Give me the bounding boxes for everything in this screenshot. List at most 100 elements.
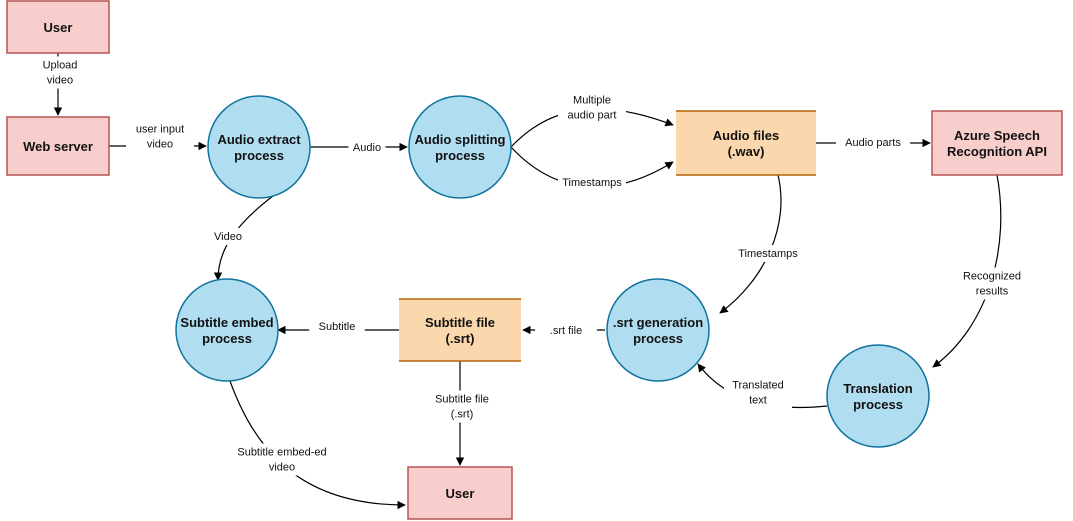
- edge-label-bg: [348, 139, 386, 156]
- node-translation-shape: [826, 344, 930, 448]
- node-label-line: Subtitle file: [425, 315, 495, 330]
- edge-label-line: video: [47, 75, 73, 87]
- edge-label-line: user input: [136, 124, 184, 136]
- edge-label: .srt file: [550, 325, 582, 337]
- edge-label-line: Audio parts: [845, 137, 901, 149]
- node-label-line: User: [446, 486, 475, 501]
- edge-label: Subtitle: [319, 321, 356, 333]
- edge-label-bg: [226, 443, 338, 476]
- node-web-server-label: Web server: [23, 139, 93, 154]
- node-label-line: Audio files: [713, 128, 779, 143]
- node-audio-extract-shape: [207, 95, 311, 199]
- edge-label-line: Recognized: [963, 271, 1021, 283]
- edge-label-line: (.srt): [451, 409, 474, 421]
- edge-label-bg: [535, 322, 597, 339]
- node-user-bottom-label: User: [446, 486, 475, 501]
- edge-label: Recognized results: [963, 271, 1021, 298]
- node-subtitle-file[interactable]: Subtitle file(.srt): [399, 298, 521, 362]
- node-audio-files[interactable]: Audio files(.wav): [676, 110, 816, 176]
- node-label-line: Recognition API: [947, 144, 1047, 159]
- node-label-line: User: [44, 20, 73, 35]
- edge-label-line: Timestamps: [738, 248, 798, 260]
- node-label-line: Subtitle embed: [180, 315, 273, 330]
- node-user-top-label: User: [44, 20, 73, 35]
- edge-label-line: Multiple: [573, 95, 611, 107]
- node-label-line: (.srt): [446, 331, 475, 346]
- edge-label-bg: [309, 318, 365, 335]
- edge-label-bg: [724, 376, 792, 409]
- edge-label-line: Subtitle file: [435, 394, 489, 406]
- edge-audio-files-to-srt-generation: [719, 174, 782, 314]
- edge-label-bg: [734, 245, 802, 262]
- node-label-line: (.wav): [728, 144, 765, 159]
- edge-label-bg: [418, 390, 506, 423]
- edge-label-line: video: [269, 462, 295, 474]
- edge-label-line: audio part: [568, 110, 617, 122]
- edge-label-line: Subtitle embed-ed: [237, 447, 326, 459]
- edge-label-bg: [958, 267, 1026, 300]
- edge-label-line: results: [976, 286, 1009, 298]
- node-subtitle-embed-shape: [175, 278, 279, 382]
- node-user-bottom[interactable]: User: [407, 466, 513, 520]
- edge-label-bg: [126, 120, 194, 153]
- edge-label: Subtitle embed-ed video: [237, 447, 326, 474]
- node-audio-files-label: Audio files(.wav): [713, 128, 779, 159]
- node-label-line: process: [202, 331, 252, 346]
- edge-label-bg: [209, 228, 247, 245]
- edge-label-bg: [558, 91, 626, 124]
- node-audio-files-shape: [676, 111, 816, 175]
- edge-label: Timestamps: [562, 177, 622, 189]
- edge-label: Upload video: [43, 60, 78, 87]
- edge-label-line: video: [147, 139, 173, 151]
- edge-label-bg: [38, 56, 82, 89]
- edge-label: Timestamps: [738, 248, 798, 260]
- edge-label: Multiple audio part: [568, 95, 617, 122]
- node-user-top[interactable]: User: [6, 0, 110, 54]
- node-label-line: process: [435, 148, 485, 163]
- edge-label-line: Subtitle: [319, 321, 356, 333]
- node-label-line: process: [633, 331, 683, 346]
- edge-label: Audio: [353, 142, 381, 154]
- node-subtitle-file-label: Subtitle file(.srt): [425, 315, 495, 346]
- node-label-line: Audio extract: [217, 132, 301, 147]
- edge-label-bg: [558, 174, 626, 191]
- node-user-bottom-shape: [407, 466, 513, 520]
- node-subtitle-file-shape: [399, 299, 521, 361]
- node-label-line: .srt generation: [613, 315, 703, 330]
- edge-label-line: Audio: [353, 142, 381, 154]
- edge-label: Audio parts: [845, 137, 901, 149]
- node-user-top-shape: [6, 0, 110, 54]
- node-srt-generation-shape: [606, 278, 710, 382]
- node-web-server[interactable]: Web server: [6, 116, 110, 176]
- node-azure-api-shape: [931, 110, 1063, 176]
- node-label-line: process: [234, 148, 284, 163]
- edge-label: Subtitle file (.srt): [435, 394, 489, 421]
- node-label-line: Audio splitting: [415, 132, 506, 147]
- node-label-line: Translation: [843, 381, 912, 396]
- node-label-line: process: [853, 397, 903, 412]
- edge-label-line: text: [749, 395, 767, 407]
- edge-label-bg: [835, 134, 911, 151]
- edge-label-line: Upload: [43, 60, 78, 72]
- edge-label: user input video: [136, 124, 184, 151]
- node-label-line: Web server: [23, 139, 93, 154]
- edge-label-line: Timestamps: [562, 177, 622, 189]
- node-audio-splitting-shape: [408, 95, 512, 199]
- node-label-line: Azure Speech: [954, 128, 1040, 143]
